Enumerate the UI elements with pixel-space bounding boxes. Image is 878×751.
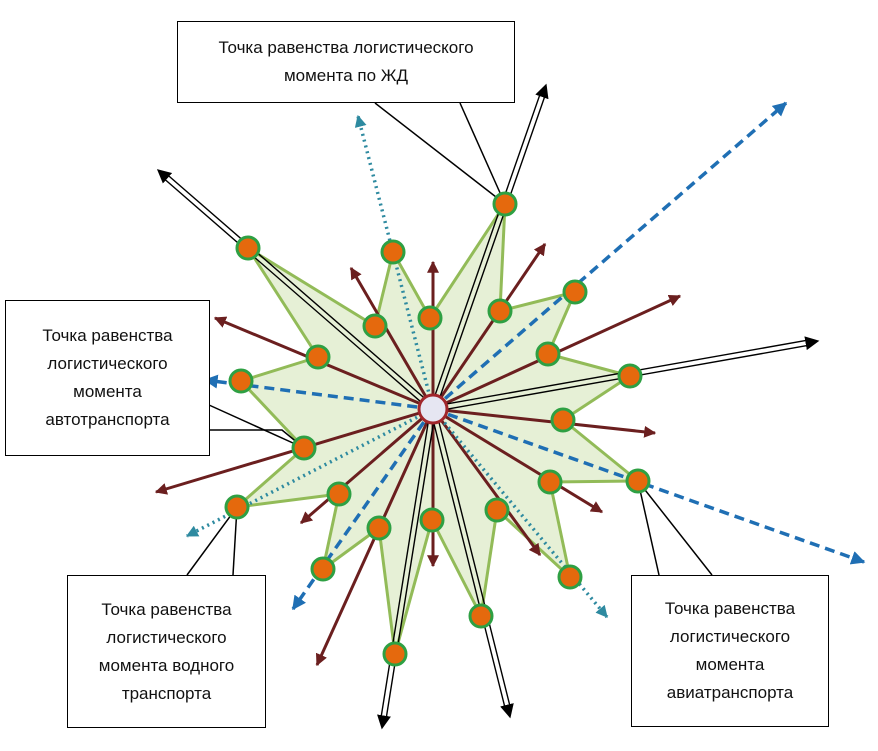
callout-water: Точка равенства логистического момента в… (67, 575, 266, 728)
equality-point-icon (557, 564, 583, 590)
equality-point-icon (305, 344, 331, 370)
equality-point-icon (484, 497, 510, 523)
equality-point-icon (310, 556, 336, 582)
air-arrow (185, 407, 434, 538)
equality-point-icon (468, 603, 494, 629)
rail-arrow-line (379, 408, 432, 722)
equality-point-icon (537, 469, 563, 495)
equality-point-icon (417, 305, 443, 331)
rail-arrowhead (535, 83, 549, 100)
equality-point-icon (326, 481, 352, 507)
road-arrow (300, 407, 434, 525)
rail-arrow-line (429, 89, 543, 409)
callout-road-text: Точка равенства логистического момента а… (42, 326, 173, 429)
road-arrow (432, 407, 657, 438)
water-arrow (203, 374, 434, 411)
leader-air-2 (637, 480, 713, 576)
road-arrow (349, 266, 435, 410)
equality-point-icon (382, 641, 408, 667)
leader-air (637, 480, 660, 576)
callout-water-text: Точка равенства логистического момента в… (98, 599, 235, 703)
leader-railway-2 (459, 102, 506, 205)
equality-point-icon (380, 239, 406, 265)
equality-point-icon (617, 363, 643, 389)
origin-node-icon (417, 393, 449, 425)
nodes-group (224, 191, 651, 667)
rail-arrow-line (429, 409, 507, 712)
equality-point-icon (487, 298, 513, 324)
equality-point-icon (362, 313, 388, 339)
rail-arrow-line (434, 91, 548, 411)
water-arrow (291, 407, 435, 611)
rail-arrowhead (500, 703, 514, 719)
leader-water (186, 506, 238, 576)
rail-arrow-line (434, 408, 512, 711)
equality-point-icon (550, 407, 576, 433)
leader-railway (374, 102, 506, 205)
rail-arrow-line (163, 171, 436, 408)
equality-point-icon (419, 507, 445, 533)
road-arrow (431, 243, 547, 410)
equality-point-icon (535, 341, 561, 367)
water-arrow (431, 101, 788, 411)
equality-point-icon (562, 279, 588, 305)
equality-point-icon (224, 494, 250, 520)
rail-arrowhead (377, 714, 391, 730)
equality-point-icon (366, 515, 392, 541)
equality-point-icon (235, 235, 261, 261)
equality-point-icon (291, 435, 317, 461)
rail-arrow-line (384, 409, 437, 723)
callout-road: Точка равенства логистического момента а… (5, 300, 210, 456)
callout-air: Точка равенства логистического момента а… (631, 575, 829, 727)
rail-arrowhead (804, 336, 820, 351)
callout-railway-text: Точка равенства логистического момента п… (218, 38, 474, 85)
road-arrow (431, 408, 542, 556)
rail-arrowhead (156, 169, 173, 184)
equality-point-icon (625, 468, 651, 494)
equality-point-icon (492, 191, 518, 217)
leader-road-2 (208, 404, 305, 449)
road-arrow (432, 407, 604, 514)
callout-air-text: Точка равенства логистического момента а… (664, 599, 796, 702)
rail-arrow-line (160, 175, 432, 412)
equality-point-icon (228, 368, 254, 394)
callout-railway: Точка равенства логистического момента п… (177, 21, 515, 103)
